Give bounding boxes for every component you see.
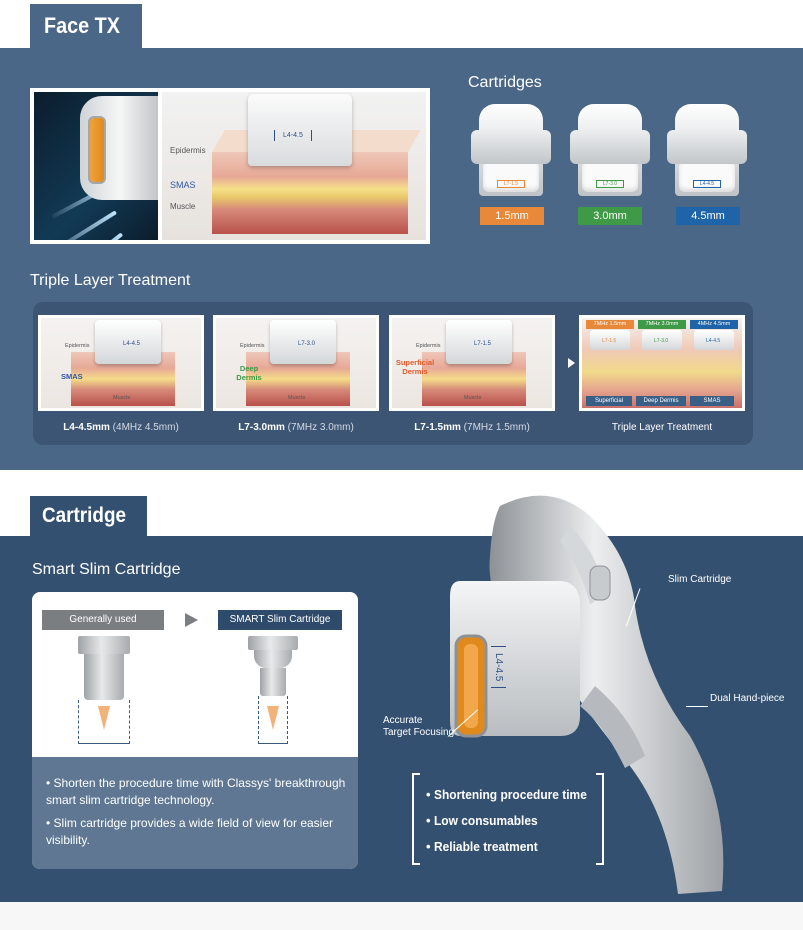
cartridge-l7-1-5: L7-1.5 [469, 100, 553, 196]
frequency-badge: 4MHz 4.5mm [690, 320, 738, 329]
probe-model-label: L4-4.5 [706, 338, 721, 344]
hand-piece-illustration: L4-4.5 [430, 486, 730, 896]
accurate-focusing-label: Accurate Target Focusing [383, 715, 455, 738]
probe-model-label: L7-3.0 [654, 338, 669, 344]
bracket-right [596, 773, 604, 865]
triple-layer-summary-card: 7MHz 1.5mm 7MHz 3.0mm 4MHz 4.5mm L7-1.5 … [579, 315, 745, 411]
layer-label: Muscle [113, 395, 131, 401]
skin-layer-image: L4-4.5 Epidermis SMAS Muscle [162, 92, 426, 240]
layer-label: Epidermis [416, 343, 441, 349]
triple-layer-caption: L7-1.5mm (7MHz 1.5mm) [414, 422, 530, 433]
triple-layer-panel: L4-4.5 Epidermis SMAS Muscle L4-4.5mm (4… [33, 302, 753, 445]
probe-beam-image [34, 92, 158, 240]
probe-model-label: L7-3.0 [298, 341, 316, 347]
smart-slim-panel: Generally used SMART Slim Cartridge • Sh… [32, 592, 358, 869]
benefits-list: • Shortening procedure time • Low consum… [412, 773, 604, 865]
cartridge-depth-badge: 1.5mm [480, 207, 544, 225]
probe-model-label: L7-1.5 [602, 338, 617, 344]
layer-label: SMAS [61, 372, 83, 381]
smart-slim-title: Smart Slim Cartridge [32, 561, 181, 578]
layer-label: Deep Dermis [236, 364, 262, 382]
bracket-left [412, 773, 420, 865]
cartridge-depth-badge: 4.5mm [676, 207, 740, 225]
layer-bar: Deep Dermis [636, 396, 686, 406]
frequency-badge: 7MHz 3.0mm [638, 320, 686, 329]
benefit-item: • Shortening procedure time [426, 787, 588, 802]
benefit-item: • Reliable treatment [426, 839, 538, 854]
probe-head [694, 330, 734, 350]
triple-layer-card: L4-4.5 Epidermis SMAS Muscle [38, 315, 204, 411]
hero-illustration: L4-4.5 Epidermis SMAS Muscle [30, 88, 430, 244]
dual-handpiece-label: Dual Hand-piece [710, 693, 785, 704]
probe-head [95, 320, 161, 364]
focus-beam [98, 706, 110, 730]
probe-head [642, 330, 682, 350]
cartridge-depth-badge: 3.0mm [578, 207, 642, 225]
probe-model-label: L4-4.5 [491, 646, 506, 689]
probe-head [270, 320, 336, 364]
standard-cartridge [78, 636, 130, 654]
probe-head [446, 320, 512, 364]
layer-label: Epidermis [65, 343, 90, 349]
arrow-right-icon [185, 613, 198, 627]
benefit-item: • Low consumables [426, 813, 538, 828]
layer-label-smas: SMAS [170, 180, 196, 190]
bullet-item: • Shorten the procedure time with Classy… [46, 776, 346, 807]
probe-model-label: L4-4.5 [123, 341, 141, 347]
probe-model-label: L4-4.5 [274, 130, 312, 141]
layer-label-muscle: Muscle [170, 202, 196, 211]
layer-bar: SMAS [690, 396, 734, 406]
cartridge-l4-4-5: L4-4.5 [665, 100, 749, 196]
slim-cartridge-label: Slim Cartridge [668, 574, 732, 585]
callout-line [686, 706, 708, 707]
cartridge-tab: Cartridge [30, 496, 148, 536]
layer-label: Epidermis [240, 343, 265, 349]
smart-slim-label: SMART Slim Cartridge [218, 610, 342, 630]
probe-head [248, 94, 352, 166]
triple-layer-card: L7-1.5 Epidermis Superficial Dermis Musc… [389, 315, 555, 411]
frequency-badge: 7MHz 1.5mm [586, 320, 634, 329]
triple-layer-summary-caption: Triple Layer Treatment [611, 422, 713, 433]
cartridges-title: Cartridges [468, 74, 542, 91]
probe-transducer-window [88, 116, 106, 184]
page-footer-strip [0, 902, 803, 930]
triple-layer-caption: L7-3.0mm (7MHz 3.0mm) [238, 422, 354, 433]
layer-label: Muscle [288, 395, 306, 401]
triple-layer-caption: L4-4.5mm (4MHz 4.5mm) [63, 422, 179, 433]
hand-piece-drawing [450, 495, 724, 894]
cartridge-tag: L7-1.5 [497, 180, 525, 188]
slim-cartridge [248, 636, 298, 650]
layer-label: Superficial Dermis [395, 358, 435, 376]
probe-head [590, 330, 630, 350]
triple-layer-card: L7-3.0 Epidermis Deep Dermis Muscle [213, 315, 379, 411]
face-tx-tab: Face TX [30, 4, 143, 52]
cartridge-tag: L4-4.5 [693, 180, 721, 188]
generally-used-label: Generally used [42, 610, 164, 630]
layer-label-epidermis: Epidermis [170, 146, 206, 155]
bullet-item: • Slim cartridge provides a wide field o… [46, 816, 333, 847]
layer-label: Muscle [464, 395, 482, 401]
smart-slim-description: • Shorten the procedure time with Classy… [32, 757, 358, 869]
cartridge-tag: L7-3.0 [596, 180, 624, 188]
focus-area [78, 700, 130, 744]
arrow-right-icon [568, 358, 575, 368]
focus-area [258, 696, 288, 744]
triple-layer-title: Triple Layer Treatment [30, 272, 191, 289]
cartridge-l7-3-0: L7-3.0 [568, 100, 652, 196]
focus-beam [267, 706, 279, 730]
layer-bar: Superficial [586, 396, 632, 406]
probe-model-label: L7-1.5 [474, 341, 492, 347]
